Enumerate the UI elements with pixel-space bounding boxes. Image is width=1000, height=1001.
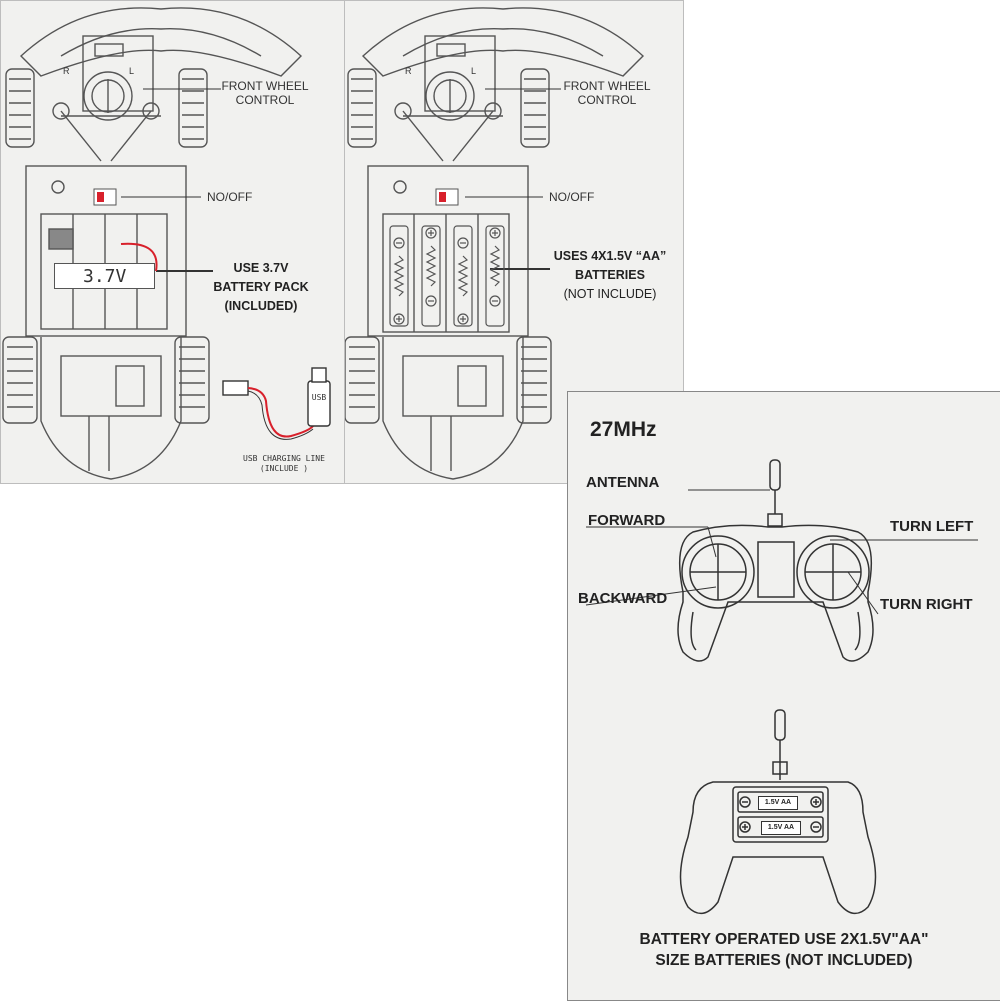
- battery-pack-label: USE 3.7V BATTERY PACK (INCLUDED): [213, 261, 309, 313]
- remote-back-drawing: [679, 709, 877, 915]
- battery-cell-2: 1.5V AA: [761, 821, 801, 835]
- turn-right-label: TURN RIGHT: [880, 596, 973, 613]
- usb-charging-label: USB CHARGING LINE (INCLUDE ): [243, 454, 325, 473]
- frequency-label: 27MHz: [590, 418, 657, 441]
- switch-icon: [435, 188, 459, 206]
- wheel-letter-r: R: [63, 66, 70, 76]
- battery-label: USES 4X1.5V “AA” BATTERIES (NOT INCLUDE): [553, 249, 667, 301]
- remote-control-diagram: 27MHz ANTENNA FORWARD BACKWARD TURN LEFT…: [567, 391, 1000, 1001]
- switch-icon: [93, 188, 117, 206]
- car-chassis-drawing: [2, 7, 331, 480]
- aa-battery-cells: [389, 225, 505, 327]
- front-wheel-label: FRONT WHEEL CONTROL: [221, 79, 309, 107]
- wheel-letter-l: L: [129, 66, 135, 76]
- turn-left-label: TURN LEFT: [890, 518, 974, 535]
- forward-label: FORWARD: [588, 512, 666, 529]
- battery-pack: 3.7V: [54, 263, 155, 289]
- car-diagram-rechargeable: R L FRONT WHEEL CONTROL NO/OFF 3.7V USE …: [0, 0, 345, 484]
- car-chassis-drawing: [345, 7, 645, 480]
- front-wheel-label: FRONT WHEEL CONTROL: [563, 79, 651, 107]
- wheel-letter-r: R: [405, 66, 412, 76]
- usb-plug-text: USB: [311, 393, 327, 402]
- remote-battery-note: BATTERY OPERATED USE 2X1.5V"AA" SIZE BAT…: [639, 931, 929, 969]
- switch-label: NO/OFF: [207, 190, 253, 204]
- battery-cell-1: 1.5V AA: [758, 796, 798, 810]
- switch-label: NO/OFF: [549, 190, 595, 204]
- antenna-label: ANTENNA: [586, 474, 660, 491]
- remote-front-drawing: [585, 459, 978, 662]
- backward-label: BACKWARD: [578, 590, 668, 607]
- wheel-letter-l: L: [471, 66, 477, 76]
